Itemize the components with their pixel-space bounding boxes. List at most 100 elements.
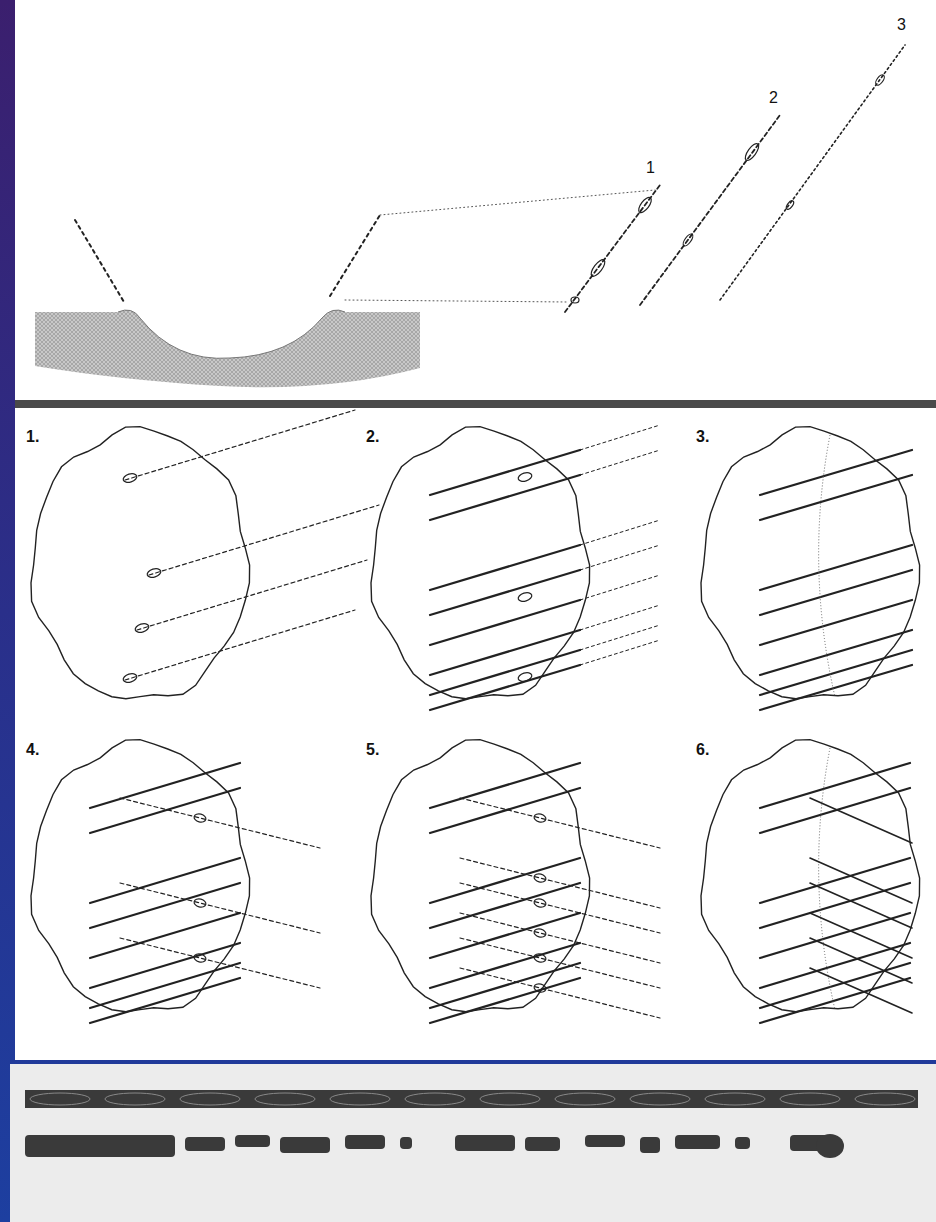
panel-number: 2. bbox=[366, 428, 379, 446]
fiber-bead bbox=[193, 898, 207, 909]
band-texture bbox=[330, 1093, 390, 1105]
fiber-line bbox=[580, 450, 660, 475]
band-texture bbox=[705, 1093, 765, 1105]
callout-number: 1 bbox=[646, 159, 655, 177]
fiber-bead bbox=[533, 928, 547, 939]
fiber-line bbox=[345, 300, 568, 302]
fiber-line bbox=[760, 630, 912, 675]
fiber-bead bbox=[533, 898, 547, 909]
fiber-bead bbox=[193, 953, 207, 964]
valley-edge bbox=[118, 310, 345, 358]
cell-outline bbox=[31, 427, 250, 699]
fiber-line bbox=[760, 858, 910, 903]
fiber-line bbox=[810, 798, 912, 843]
fiber-bead bbox=[146, 567, 162, 579]
fragment-end bbox=[816, 1134, 844, 1158]
fragment-band bbox=[640, 1137, 660, 1153]
top-panel bbox=[15, 0, 936, 400]
fiber-line bbox=[580, 545, 660, 570]
fragment-band bbox=[400, 1137, 412, 1149]
band-texture bbox=[780, 1093, 840, 1105]
fragment-band bbox=[735, 1137, 750, 1149]
fiber-line bbox=[430, 788, 580, 833]
fiber-line bbox=[760, 913, 910, 958]
fiber-line bbox=[810, 913, 912, 958]
fiber-bead bbox=[533, 873, 547, 884]
fiber-line bbox=[90, 943, 240, 988]
fiber-line bbox=[90, 883, 240, 928]
fiber-line bbox=[90, 913, 240, 958]
band-texture bbox=[630, 1093, 690, 1105]
fiber-bead bbox=[785, 199, 795, 210]
fiber-line bbox=[120, 798, 320, 848]
fiber-bead bbox=[122, 672, 138, 684]
fiber-bead bbox=[533, 953, 547, 964]
fiber-line bbox=[760, 665, 912, 710]
fiber-line bbox=[810, 858, 912, 903]
fiber-line bbox=[137, 560, 367, 630]
band-texture bbox=[180, 1093, 240, 1105]
fiber-line bbox=[430, 665, 580, 710]
fiber-line bbox=[760, 600, 912, 645]
fiber-line bbox=[760, 475, 912, 520]
divider-bar bbox=[15, 400, 936, 408]
panel-number: 1. bbox=[26, 428, 39, 446]
fiber-line bbox=[580, 520, 660, 545]
fiber-line bbox=[460, 938, 660, 988]
fragment-band bbox=[525, 1137, 560, 1151]
fiber-bead bbox=[681, 233, 694, 248]
fiber-bead bbox=[743, 142, 761, 163]
fiber-line bbox=[430, 943, 580, 988]
fiber-bead bbox=[122, 472, 138, 484]
fiber-bead bbox=[134, 622, 150, 634]
fiber-line bbox=[760, 883, 910, 928]
valley-ground bbox=[35, 310, 420, 387]
fiber-line bbox=[580, 425, 660, 450]
fiber-bead bbox=[517, 471, 533, 483]
division-line bbox=[819, 748, 835, 1010]
fiber-line bbox=[430, 978, 580, 1023]
fiber-line bbox=[430, 763, 580, 808]
fiber-line bbox=[580, 575, 660, 600]
fiber-line bbox=[580, 625, 660, 650]
fragment-band bbox=[235, 1135, 270, 1147]
fragment-band bbox=[185, 1137, 225, 1151]
fragment-band bbox=[675, 1135, 720, 1149]
cell-outline bbox=[31, 740, 250, 1012]
fiber-line bbox=[125, 410, 355, 480]
fiber-band bbox=[25, 1090, 918, 1108]
fiber-line bbox=[90, 788, 240, 833]
fragment-band bbox=[455, 1135, 515, 1151]
cell-outline bbox=[371, 427, 590, 699]
fragment-band bbox=[345, 1135, 385, 1149]
fiber-bead bbox=[874, 73, 886, 86]
fiber-line bbox=[75, 220, 124, 302]
band-texture bbox=[480, 1093, 540, 1105]
panel-number: 5. bbox=[366, 741, 379, 759]
cell-outline bbox=[371, 740, 590, 1012]
fiber-line bbox=[580, 640, 660, 665]
fiber-line bbox=[430, 600, 580, 645]
band-texture bbox=[105, 1093, 165, 1105]
fiber-line bbox=[760, 788, 910, 833]
band-texture bbox=[255, 1093, 315, 1105]
band-texture bbox=[405, 1093, 465, 1105]
fiber-line bbox=[810, 883, 912, 928]
panel-number: 4. bbox=[26, 741, 39, 759]
fiber-bead bbox=[571, 297, 579, 303]
fiber-line bbox=[760, 978, 910, 1023]
fiber-line bbox=[460, 968, 660, 1018]
fiber-line bbox=[760, 545, 912, 590]
fiber-bead bbox=[193, 813, 207, 824]
middle-panel bbox=[15, 408, 936, 1060]
fragment-band bbox=[585, 1135, 625, 1147]
fiber-line bbox=[460, 883, 660, 933]
fiber-bead bbox=[533, 813, 547, 824]
fiber-line bbox=[90, 858, 240, 903]
fiber-line bbox=[565, 185, 660, 312]
bottom-panel bbox=[10, 1064, 936, 1222]
fiber-line bbox=[430, 913, 580, 958]
fiber-line bbox=[430, 883, 580, 928]
fiber-line bbox=[430, 475, 580, 520]
